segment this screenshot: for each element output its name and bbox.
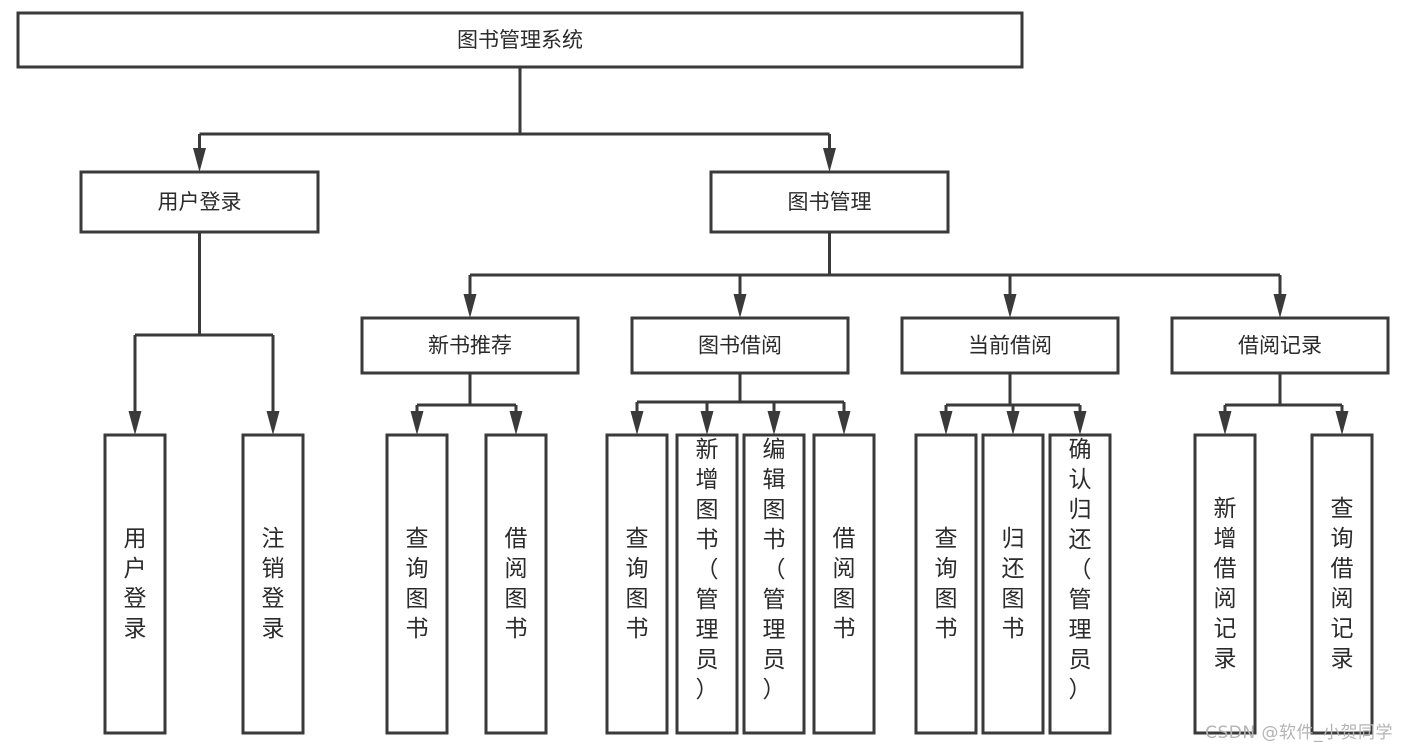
arrow-head-icon <box>837 411 851 435</box>
node-label-leaf-query-book-2: 查询图书 <box>626 526 649 642</box>
arrow-head-icon <box>1006 411 1020 435</box>
arrow-head-icon <box>1003 294 1017 318</box>
node-label-leaf-query-book-1: 查询图书 <box>406 526 429 642</box>
connector-group-book-borrow <box>630 373 851 435</box>
node-label-user-login: 用户登录 <box>158 190 242 214</box>
node-box-leaf-query-book-3[interactable] <box>914 433 978 735</box>
node-label-leaf-query-book-3: 查询图书 <box>935 526 958 642</box>
node-box-leaf-query-book-1[interactable] <box>385 433 449 735</box>
node-box-root[interactable] <box>16 11 1024 69</box>
node-label-book-borrow: 图书借阅 <box>698 334 782 358</box>
arrow-head-icon <box>1335 411 1349 435</box>
node-label-leaf-edit-book: 编辑图书（管理员） <box>763 437 786 703</box>
node-leaf-query-book-1[interactable]: 查询图书 <box>385 433 449 735</box>
arrow-head-icon <box>939 411 953 435</box>
node-label-new-book-recommend: 新书推荐 <box>428 334 512 358</box>
connector-group-book-manage <box>463 232 1287 318</box>
node-box-leaf-borrow-book-1[interactable] <box>484 433 548 735</box>
node-label-book-manage: 图书管理 <box>788 190 872 214</box>
node-book-borrow[interactable]: 图书借阅 <box>630 316 850 375</box>
node-label-borrow-record: 借阅记录 <box>1238 334 1322 358</box>
arrow-head-icon <box>266 411 280 435</box>
node-box-book-manage[interactable] <box>709 170 950 234</box>
arrow-head-icon <box>1273 294 1287 318</box>
node-current-borrow[interactable]: 当前借阅 <box>900 316 1120 375</box>
arrow-head-icon <box>193 148 206 172</box>
node-book-manage[interactable]: 图书管理 <box>709 170 950 234</box>
connector-layer <box>128 67 1349 435</box>
node-label-leaf-add-record: 新增借阅记录 <box>1214 496 1237 672</box>
node-box-borrow-record[interactable] <box>1170 316 1390 375</box>
node-label-leaf-confirm-return: 确认归还（管理员） <box>1069 437 1092 703</box>
arrow-head-icon <box>767 411 781 435</box>
arrow-head-icon <box>128 411 142 435</box>
node-box-leaf-add-book[interactable] <box>675 433 739 735</box>
node-label-leaf-borrow-book-1: 借阅图书 <box>505 526 528 642</box>
node-leaf-confirm-return[interactable]: 确认归还（管理员） <box>1048 433 1112 735</box>
node-leaf-return-book[interactable]: 归还图书 <box>981 433 1045 735</box>
node-layer: 图书管理系统用户登录图书管理新书推荐图书借阅当前借阅借阅记录用户登录注销登录查询… <box>16 11 1390 735</box>
node-leaf-add-book[interactable]: 新增图书（管理员） <box>675 433 739 735</box>
node-leaf-borrow-book-2[interactable]: 借阅图书 <box>812 433 876 735</box>
node-box-book-borrow[interactable] <box>630 316 850 375</box>
connector-group-root <box>193 67 836 172</box>
node-label-leaf-borrow-book-2: 借阅图书 <box>833 526 856 642</box>
arrow-head-icon <box>509 411 523 435</box>
node-new-book-recommend[interactable]: 新书推荐 <box>360 316 580 375</box>
node-borrow-record[interactable]: 借阅记录 <box>1170 316 1390 375</box>
node-label-root: 图书管理系统 <box>457 28 583 52</box>
node-leaf-edit-book[interactable]: 编辑图书（管理员） <box>742 433 806 735</box>
connector-group-borrow-record <box>1218 373 1349 435</box>
connector-group-current-borrow <box>939 373 1087 435</box>
arrow-head-icon <box>700 411 714 435</box>
arrow-head-icon <box>463 294 477 318</box>
node-root[interactable]: 图书管理系统 <box>16 11 1024 69</box>
node-leaf-user-login[interactable]: 用户登录 <box>103 433 167 735</box>
node-box-leaf-query-record[interactable] <box>1310 433 1374 735</box>
node-box-leaf-return-book[interactable] <box>981 433 1045 735</box>
arrow-head-icon <box>630 411 644 435</box>
arrow-head-icon <box>823 148 836 172</box>
node-label-leaf-query-record: 查询借阅记录 <box>1331 496 1354 672</box>
node-box-user-login[interactable] <box>79 170 320 234</box>
node-label-current-borrow: 当前借阅 <box>968 334 1052 358</box>
node-user-login[interactable]: 用户登录 <box>79 170 320 234</box>
arrow-head-icon <box>1218 411 1232 435</box>
node-leaf-query-book-2[interactable]: 查询图书 <box>605 433 669 735</box>
arrow-head-icon <box>410 411 424 435</box>
node-label-leaf-return-book: 归还图书 <box>1002 526 1025 642</box>
arrow-head-icon <box>1073 411 1087 435</box>
connector-group-new-book-recommend <box>410 373 523 435</box>
node-box-leaf-confirm-return[interactable] <box>1048 433 1112 735</box>
node-leaf-logout[interactable]: 注销登录 <box>241 433 305 735</box>
node-label-leaf-add-book: 新增图书（管理员） <box>696 437 719 703</box>
node-leaf-add-record[interactable]: 新增借阅记录 <box>1193 433 1257 735</box>
node-box-new-book-recommend[interactable] <box>360 316 580 375</box>
node-box-leaf-logout[interactable] <box>241 433 305 735</box>
node-label-leaf-user-login: 用户登录 <box>124 526 147 642</box>
node-box-leaf-query-book-2[interactable] <box>605 433 669 735</box>
node-leaf-query-record[interactable]: 查询借阅记录 <box>1310 433 1374 735</box>
node-leaf-borrow-book-1[interactable]: 借阅图书 <box>484 433 548 735</box>
node-box-leaf-edit-book[interactable] <box>742 433 806 735</box>
arrow-head-icon <box>733 294 747 318</box>
node-box-current-borrow[interactable] <box>900 316 1120 375</box>
node-leaf-query-book-3[interactable]: 查询图书 <box>914 433 978 735</box>
node-box-leaf-user-login[interactable] <box>103 433 167 735</box>
node-box-leaf-add-record[interactable] <box>1193 433 1257 735</box>
node-label-leaf-logout: 注销登录 <box>262 526 285 642</box>
node-box-leaf-borrow-book-2[interactable] <box>812 433 876 735</box>
connector-group-user-login <box>128 232 280 435</box>
